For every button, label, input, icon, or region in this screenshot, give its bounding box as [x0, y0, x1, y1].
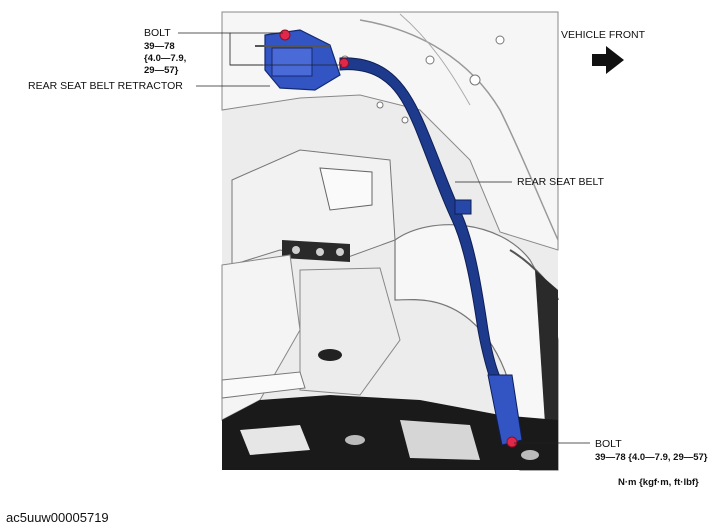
top-bolt-torque-line2: {4.0—7.9,: [144, 53, 187, 64]
bottom-bolt-marker: [506, 436, 518, 448]
top-bolt-label: BOLT: [144, 27, 171, 39]
bottom-bolt-torque: 39—78 {4.0—7.9, 29—57}: [595, 452, 708, 463]
top-bolt-torque-line1: 39—78: [144, 41, 175, 52]
top-bolt-marker: [279, 29, 291, 41]
rear-seat-belt-strap: [339, 57, 523, 446]
right-arrow-icon: [592, 46, 624, 74]
retractor-unit: [255, 29, 341, 91]
top-bolt-torque-line3: 29—57}: [144, 65, 179, 76]
seat-belt-label: REAR SEAT BELT: [517, 176, 604, 188]
bottom-bolt-label: BOLT: [595, 438, 622, 450]
units-note: N·m {kgf·m, ft·lbf}: [618, 477, 699, 488]
retractor-bolt-marker: [339, 58, 349, 68]
leader-lines: [178, 32, 590, 444]
retractor-label: REAR SEAT BELT RETRACTOR: [28, 80, 183, 92]
vehicle-front-label: VEHICLE FRONT: [561, 29, 646, 41]
figure-id: ac5uuw00005719: [6, 510, 109, 525]
